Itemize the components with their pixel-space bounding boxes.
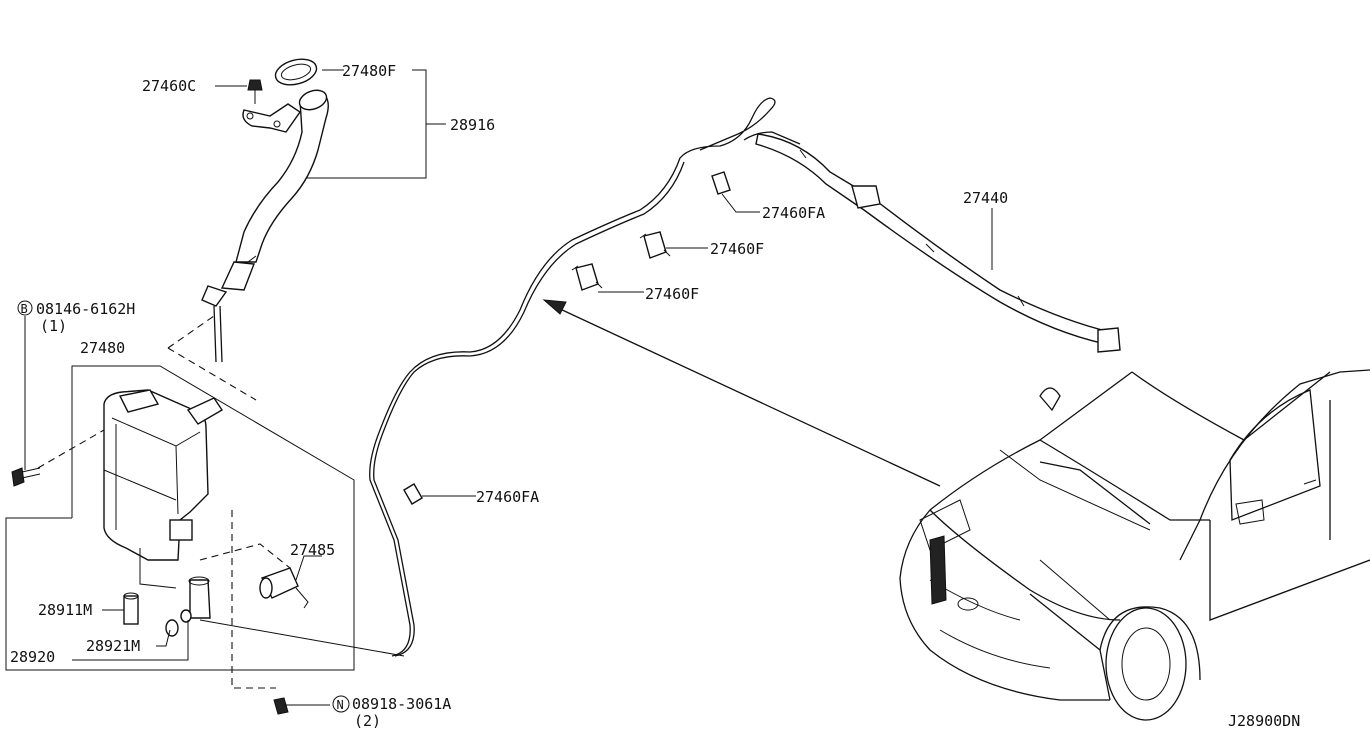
label-27480: 27480	[80, 339, 125, 357]
clip-27460C	[247, 79, 263, 104]
svg-text:B: B	[21, 302, 28, 316]
b-circle-icon: B	[17, 300, 33, 316]
label-28920: 28920	[10, 648, 55, 666]
label-28921M: 28921M	[86, 637, 140, 655]
qty-08146: (1)	[40, 317, 67, 335]
label-27460F-upper: 27460F	[710, 240, 764, 258]
label-27485: 27485	[290, 541, 335, 559]
label-27440: 27440	[963, 189, 1008, 207]
label-27460FA-upper: 27460FA	[762, 204, 825, 222]
qty-08918: (2)	[354, 712, 381, 730]
label-08146: 08146-6162H	[36, 300, 135, 318]
nut-08918	[273, 697, 289, 715]
diagram-id: J28900DN	[1228, 712, 1300, 730]
clip-27460FA-upper	[711, 171, 731, 195]
car-illustration	[899, 369, 1370, 721]
clip-27460F-lower	[571, 263, 603, 291]
clip-27460FA-lower	[403, 483, 423, 505]
svg-text:N: N	[337, 698, 344, 712]
tank-group-outline	[5, 365, 355, 671]
bolt-08146	[11, 467, 41, 487]
label-27460FA-lower: 27460FA	[476, 488, 539, 506]
level-sensor-27485	[259, 567, 309, 609]
nozzle-hose-27440	[755, 133, 1121, 353]
label-08918: 08918-3061A	[352, 695, 451, 713]
clip-27460F-upper	[639, 231, 671, 259]
filler-neck-pipe-28916	[201, 89, 329, 363]
filler-cap-seal-27480F	[274, 58, 318, 86]
label-28916: 28916	[450, 116, 495, 134]
washer-hose	[369, 97, 801, 657]
n-circle-icon: N	[332, 695, 350, 713]
washer-pump	[188, 576, 211, 619]
location-arrow	[542, 299, 941, 487]
label-27460C: 27460C	[142, 77, 196, 95]
label-28911M: 28911M	[38, 601, 92, 619]
label-27460F-lower: 27460F	[645, 285, 699, 303]
strainer-28911M	[123, 592, 139, 625]
label-27480F: 27480F	[342, 62, 396, 80]
washer-tank	[103, 389, 223, 589]
